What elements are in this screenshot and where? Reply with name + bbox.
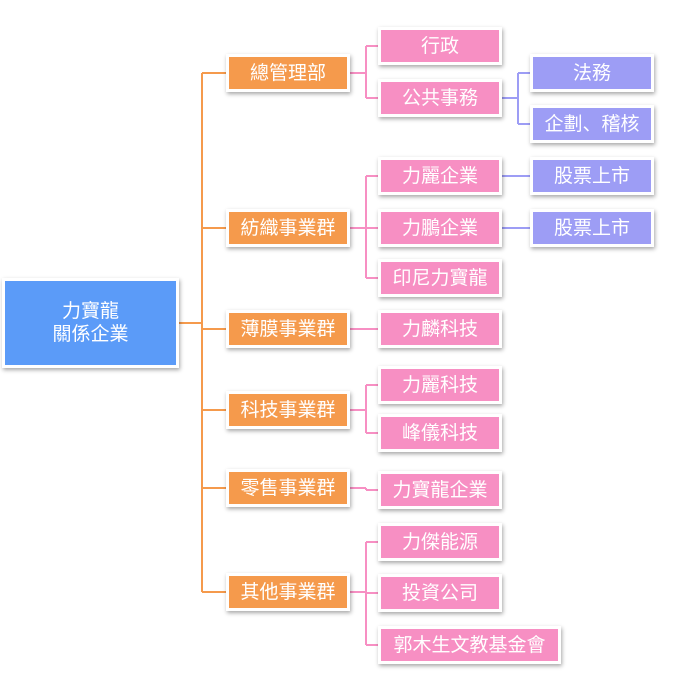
company-label: 力麗科技 — [401, 373, 478, 396]
unit-label: 股票上市 — [553, 164, 630, 187]
company-node-lealea: 力麗企業 — [378, 157, 502, 195]
company-label: 郭木生文教基金會 — [393, 633, 546, 656]
division-label: 紡織事業群 — [240, 216, 336, 239]
company-node-foundation: 郭木生文教基金會 — [378, 626, 561, 664]
company-label: 力傑能源 — [401, 530, 478, 553]
root-label-line1: 力寶龍 — [61, 300, 119, 323]
company-node-lijie-energy: 力傑能源 — [378, 523, 502, 561]
division-node-other: 其他事業群 — [226, 573, 350, 611]
unit-label: 企劃、稽核 — [544, 112, 640, 135]
company-node-investment: 投資公司 — [378, 574, 502, 612]
unit-node-listed-lealea: 股票上市 — [530, 157, 654, 195]
division-label: 其他事業群 — [240, 580, 336, 603]
company-label: 力麗企業 — [401, 164, 478, 187]
division-node-retail: 零售事業群 — [226, 469, 350, 507]
division-label: 薄膜事業群 — [240, 317, 336, 340]
root-label-line2: 關係企業 — [52, 323, 129, 345]
company-label: 力麟科技 — [401, 317, 478, 340]
company-label: 力寶龍企業 — [392, 478, 488, 501]
company-label: 行政 — [420, 34, 459, 57]
company-node-indonesia: 印尼力寶龍 — [378, 259, 502, 297]
unit-label: 法務 — [572, 61, 611, 84]
division-node-textile: 紡織事業群 — [226, 209, 350, 247]
division-label: 總管理部 — [249, 61, 326, 84]
company-label: 峰儀科技 — [401, 421, 478, 444]
division-node-tech: 科技事業群 — [226, 391, 350, 429]
unit-node-listed-lipeng: 股票上市 — [530, 209, 654, 247]
root-node: 力寶龍 關係企業 — [2, 278, 179, 368]
company-node-fengyi-tech: 峰儀科技 — [378, 414, 502, 452]
company-label: 力鵬企業 — [401, 216, 478, 239]
company-label: 印尼力寶龍 — [392, 266, 488, 289]
company-label: 公共事務 — [401, 86, 478, 109]
division-node-film: 薄膜事業群 — [226, 310, 350, 348]
company-node-libaolong: 力寶龍企業 — [378, 471, 502, 509]
division-node-admin: 總管理部 — [226, 54, 350, 92]
company-node-admin: 行政 — [378, 27, 502, 65]
unit-node-planning-audit: 企劃、稽核 — [530, 105, 654, 143]
company-node-lilin-tech: 力麟科技 — [378, 310, 502, 348]
company-node-public-affairs: 公共事務 — [378, 79, 502, 117]
division-label: 零售事業群 — [240, 476, 336, 499]
unit-node-legal: 法務 — [530, 54, 654, 92]
division-label: 科技事業群 — [240, 398, 336, 421]
company-node-lili-tech: 力麗科技 — [378, 366, 502, 404]
company-node-lipeng: 力鵬企業 — [378, 209, 502, 247]
unit-label: 股票上市 — [553, 216, 630, 239]
company-label: 投資公司 — [401, 581, 478, 604]
